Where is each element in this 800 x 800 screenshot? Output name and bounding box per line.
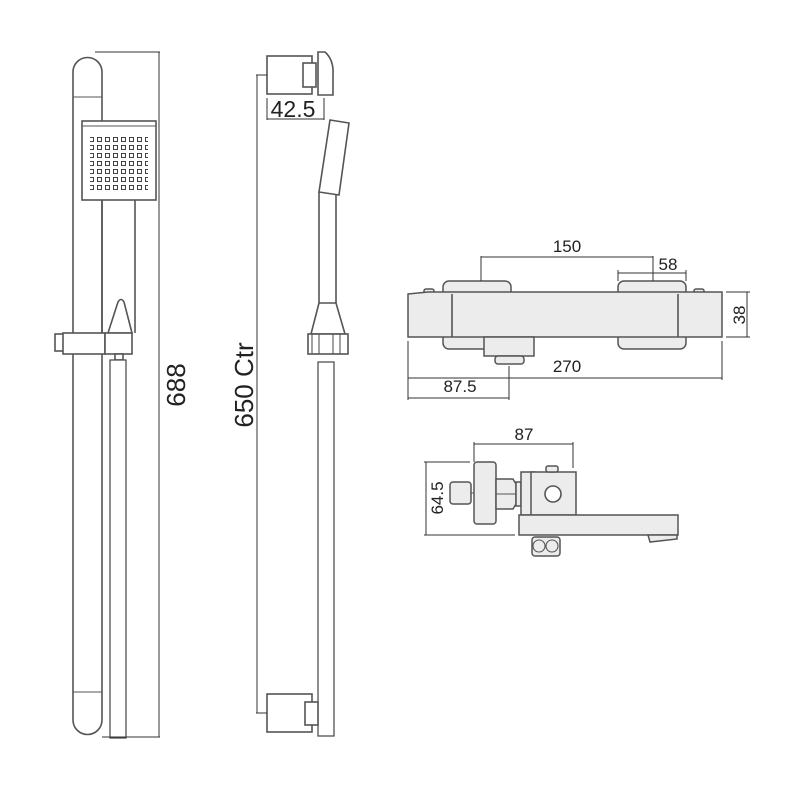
flexible-hose-side	[317, 361, 335, 737]
hand-shower-head	[81, 120, 157, 333]
hand-shower-side	[309, 119, 350, 335]
slider-nut-side	[307, 333, 349, 355]
dimension-688: 688	[95, 51, 191, 738]
valve-outlet	[483, 336, 535, 365]
flexible-hose-front	[109, 359, 127, 739]
label-42-5: 42.5	[271, 96, 316, 122]
label-64-5: 64.5	[428, 481, 447, 514]
label-688: 688	[161, 363, 191, 406]
dimension-64-5: 64.5	[424, 461, 515, 536]
dimension-650-ctr: 650 Ctr	[229, 74, 267, 714]
label-87: 87	[515, 425, 534, 444]
slide-rail	[72, 56, 103, 736]
dimension-150: 150	[480, 237, 654, 281]
bath-spout	[518, 514, 679, 543]
rail-side-view: 42.5 650 Ctr	[229, 51, 350, 737]
slider-bracket	[54, 298, 134, 361]
rail-front-view: 688	[54, 51, 191, 739]
bottom-connectors	[531, 536, 561, 557]
dimension-58: 58	[617, 255, 687, 281]
label-150: 150	[553, 237, 581, 256]
top-wall-bracket	[266, 51, 334, 96]
dimension-42-5: 42.5	[266, 96, 325, 122]
label-87-5: 87.5	[443, 377, 476, 396]
valve-side-view: 87 64.5	[424, 425, 679, 557]
valve-body	[407, 291, 723, 338]
valve-front-view: 150 58 38 270 87.5	[407, 237, 750, 400]
dimension-270: 270	[407, 341, 723, 400]
hex-nut	[495, 478, 522, 510]
side-control-knob	[449, 481, 472, 505]
label-650-ctr: 650 Ctr	[229, 342, 259, 428]
dimension-87-5: 87.5	[408, 366, 510, 400]
dimension-38: 38	[726, 291, 750, 338]
wall-plate	[473, 461, 497, 525]
label-270: 270	[553, 357, 581, 376]
bottom-wall-bracket	[266, 693, 319, 733]
dimension-87: 87	[473, 425, 574, 468]
label-58: 58	[659, 255, 678, 274]
label-38: 38	[730, 306, 749, 325]
